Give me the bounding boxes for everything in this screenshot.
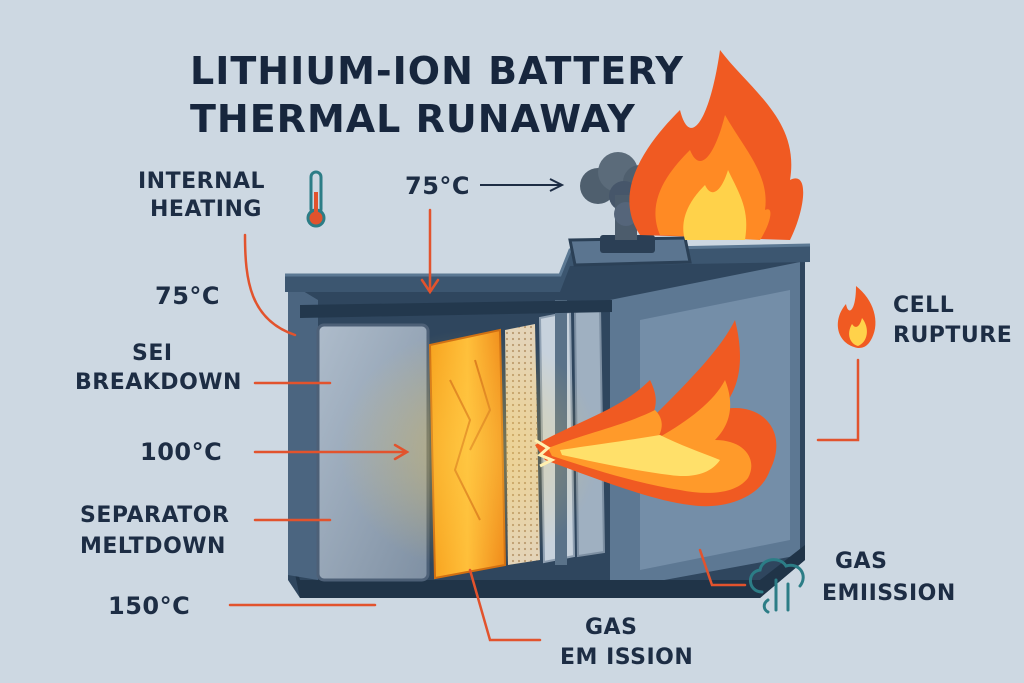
label-temp-top: 75°C [405,172,471,200]
page-title-line2: THERMAL RUNAWAY [190,97,636,141]
label-separator-line2: MELTDOWN [80,534,226,559]
label-sei: SEI [132,341,173,366]
label-sei-line2: BREAKDOWN [75,370,242,395]
label-gas-bottom-line2: EM ISSION [560,645,694,670]
callout-cell-rupture [816,358,860,442]
page-title: LITHIUM-ION BATTERY [190,49,684,93]
callout-gas-right [698,548,747,587]
flame-icon [837,286,876,348]
thermometer-icon [306,170,326,228]
callout-arrow-top [480,178,565,192]
label-separator: SEPARATOR [80,503,230,528]
callout-gas-bottom [468,568,542,642]
label-cell-rupture-line2: RUPTURE [893,323,1013,348]
callout-internal-heating [243,233,297,337]
label-internal-heating-line2: HEATING [150,197,262,222]
label-temp-150: 150°C [108,592,191,620]
battery-lid [285,235,811,318]
label-gas-right: GAS [835,549,888,574]
gas-cloud-icon [749,558,805,614]
side-flame [534,320,777,507]
label-cell-rupture: CELL [893,293,955,318]
label-gas-right-line2: EMIISSION [822,581,956,606]
label-gas-bottom: GAS [585,615,638,640]
top-flame [629,50,804,240]
label-temp-100: 100°C [140,438,223,466]
label-internal-heating: INTERNAL [138,169,266,194]
callout-lines [228,208,860,642]
label-temp-75: 75°C [155,282,221,310]
